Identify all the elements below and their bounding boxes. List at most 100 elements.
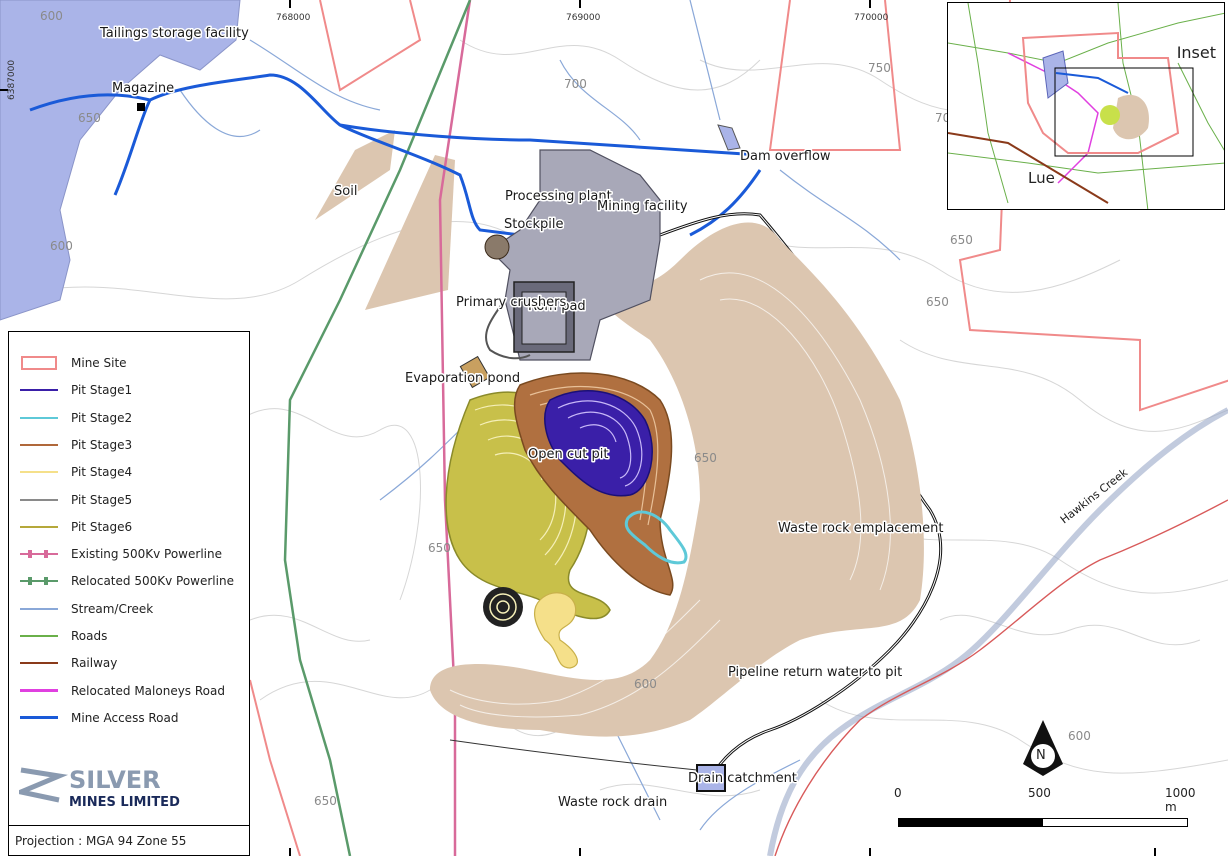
label-drain-catchment: Drain catchment [688, 771, 797, 786]
inset-map: Inset Lue [947, 2, 1225, 210]
label-pipeline: Pipeline return water to pit [728, 665, 902, 680]
grid-label-6387000: 6387000 [7, 60, 17, 100]
tailings-storage-area [0, 0, 241, 321]
contour-label: 600 [50, 239, 73, 253]
legend-symbol [17, 547, 61, 561]
relocated-powerline [283, 0, 472, 856]
legend-symbol [17, 602, 61, 616]
legend-item: Pit Stage5 [17, 489, 132, 511]
logo-bottom-text: MINES LIMITED [69, 795, 180, 808]
legend-symbol [17, 520, 61, 534]
legend-item: Pit Stage3 [17, 434, 132, 456]
grid-ticks [0, 0, 1156, 856]
pit-stage1 [544, 390, 653, 497]
legend-item: Stream/Creek [17, 598, 153, 620]
legend-item: Mine Site [17, 352, 127, 374]
pit-stage1-benches [557, 400, 643, 487]
label-magazine: Magazine [112, 81, 174, 96]
label-crushers: Primary crushers [456, 295, 566, 310]
magazine-icon [137, 103, 145, 111]
legend-symbol [17, 465, 61, 479]
legend-item-label: Mine Access Road [71, 710, 179, 725]
grid-label-769000: 769000 [566, 13, 601, 23]
label-waste-drain: Waste rock drain [558, 795, 667, 810]
legend-item-label: Pit Stage5 [71, 492, 133, 507]
legend-item-label: Stream/Creek [71, 601, 154, 616]
scale-bar: 0 500 1000 m [880, 784, 1210, 834]
contour-label: 650 [314, 794, 337, 808]
label-waste-emplacement: Waste rock emplacement [778, 521, 943, 536]
scale-label-500: 500 [1028, 786, 1051, 800]
legend-item: Roads [17, 625, 107, 647]
legend-symbol [17, 493, 61, 507]
legend-symbol [17, 356, 61, 370]
label-tailings: Tailings storage facility [99, 26, 249, 41]
scale-bar-graphic [898, 818, 1188, 827]
legend-item-label: Existing 500Kv Powerline [71, 547, 222, 562]
waste-rock-emplacement [430, 222, 924, 737]
contour-label: 600 [1068, 729, 1091, 743]
legend-item-label: Pit Stage2 [71, 410, 133, 425]
legend-item-label: Pit Stage1 [71, 383, 133, 398]
label-processing: Processing plant [505, 189, 612, 204]
contour-label: 600 [634, 677, 657, 691]
legend-item-label: Pit Stage4 [71, 465, 133, 480]
legend-item: Pit Stage6 [17, 516, 132, 538]
inset-town-label: Lue [1028, 169, 1055, 187]
label-mining: Mining facility [597, 199, 688, 214]
inset-canvas [948, 3, 1224, 209]
legend-item: Relocated Maloneys Road [17, 680, 225, 702]
north-letter: N [1036, 748, 1046, 763]
legend-item-label: Roads [71, 629, 108, 643]
legend-item-label: Relocated Maloneys Road [71, 683, 225, 698]
label-soil: Soil [334, 184, 357, 199]
projection-text: Projection : MGA 94 Zone 55 [9, 825, 249, 855]
rom-pad-inner [521, 291, 567, 345]
label-stockpile: Stockpile [504, 217, 563, 232]
soil-area-1 [315, 130, 395, 220]
label-evaporation: Evaporation pond [405, 371, 520, 386]
legend-symbol [17, 411, 61, 425]
legend-item-label: Pit Stage3 [71, 437, 133, 452]
legend-item-label: Mine Site [71, 356, 127, 370]
legend-symbol [17, 574, 61, 588]
existing-powerline [438, 0, 472, 856]
stockpile-icon [484, 234, 510, 260]
inset-title: Inset [1176, 43, 1216, 62]
legend-item: Relocated 500Kv Powerline [17, 570, 234, 592]
legend-item-label: Pit Stage6 [71, 519, 133, 534]
legend-symbol [17, 656, 61, 670]
legend-symbol [17, 684, 61, 698]
logo-top-text: SILVER [69, 766, 161, 794]
legend-item: Railway [17, 652, 117, 674]
waste-rock-benches [449, 272, 891, 718]
grid-label-770000: 770000 [854, 13, 889, 23]
legend-symbol [17, 383, 61, 397]
scale-label-1000: 1000 m [1165, 786, 1196, 814]
contour-label: 650 [428, 541, 451, 555]
north-arrow-icon [1023, 720, 1063, 776]
pit-stage5 [483, 587, 523, 627]
logo-mark: SILVER MINES LIMITED [19, 766, 180, 808]
legend-symbol [17, 438, 61, 452]
crusher-loop [485, 299, 531, 360]
legend-symbol [17, 711, 61, 725]
magazine-road [29, 93, 151, 112]
red-creek [774, 499, 1228, 856]
scale-label-0: 0 [894, 786, 902, 800]
drain-catchment-box [696, 764, 726, 792]
soil-area-2 [365, 155, 455, 310]
contour-label: 650 [926, 295, 949, 309]
dam-overflow-pond [717, 124, 741, 151]
legend-symbol [17, 629, 61, 643]
pit-stage4 [533, 592, 578, 669]
evaporation-pond [459, 355, 491, 389]
contour-label: 650 [694, 451, 717, 465]
mine-site-boundary [319, 0, 1228, 412]
legend-item-label: Railway [71, 656, 118, 671]
grid-label-768000: 768000 [276, 13, 311, 23]
legend-item: Pit Stage2 [17, 407, 132, 429]
